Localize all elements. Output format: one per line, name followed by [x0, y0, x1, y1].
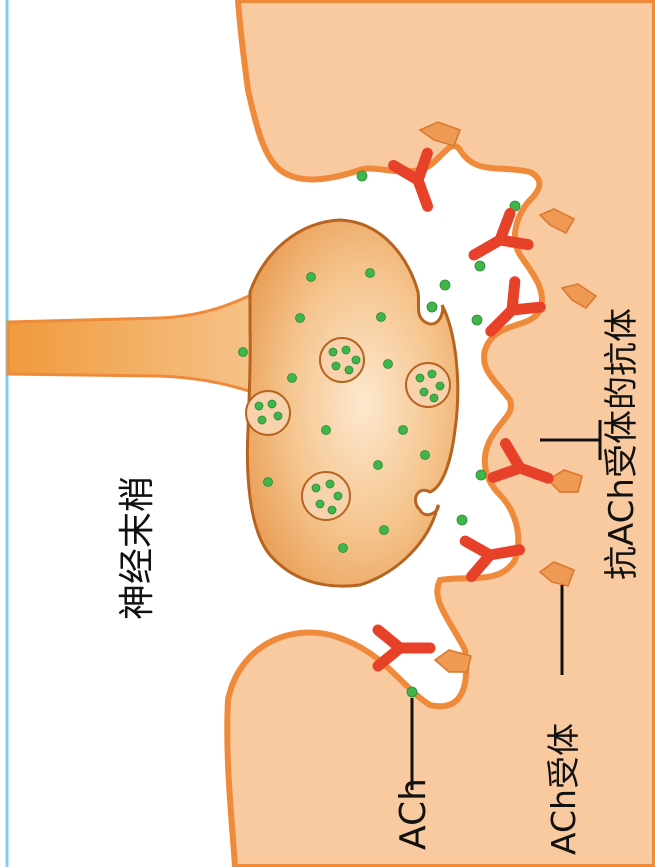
vesicle — [246, 391, 290, 435]
axon — [8, 290, 262, 395]
ach-label: ACh — [396, 778, 432, 850]
ach-receptor-label: ACh受体 — [547, 723, 580, 855]
nerve-terminal-label: 神经末梢 — [120, 476, 156, 620]
vesicle — [302, 472, 350, 520]
antibody-label: 抗ACh受体的抗体 — [605, 308, 639, 580]
antibody — [378, 630, 430, 666]
